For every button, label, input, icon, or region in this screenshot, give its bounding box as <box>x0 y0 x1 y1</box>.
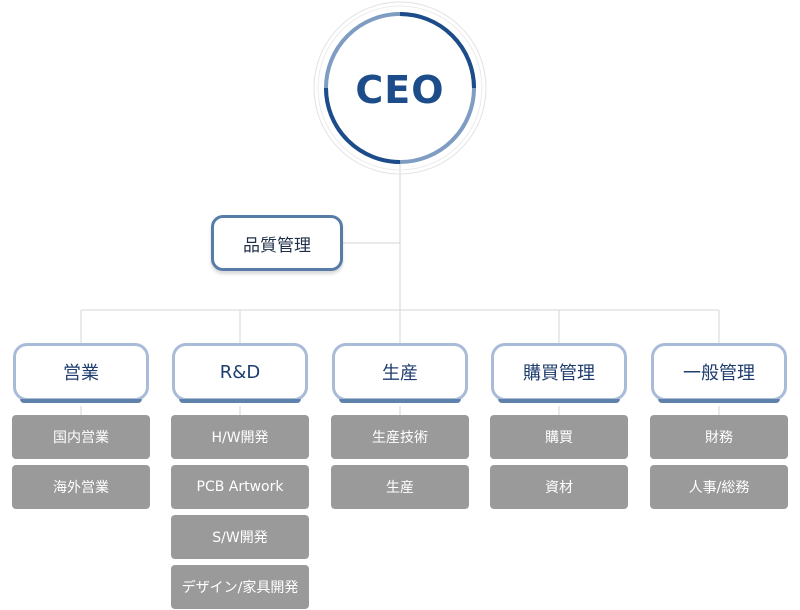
dept-sales: 営業 <box>13 343 149 403</box>
sub-sw-dev: S/W開発 <box>171 515 309 559</box>
sub-hr-general: 人事/総務 <box>650 465 788 509</box>
sub-overseas-sales: 海外営業 <box>12 465 150 509</box>
sub-domestic-sales: 国内営業 <box>12 415 150 459</box>
sub-materials: 資材 <box>490 465 628 509</box>
dept-production: 生産 <box>332 343 468 403</box>
sub-hw-dev: H/W開発 <box>171 415 309 459</box>
dept-purchasing: 購買管理 <box>491 343 627 403</box>
ceo-label: CEO <box>355 68 445 112</box>
sub-pcb-artwork: PCB Artwork <box>171 465 309 509</box>
dept-general: 一般管理 <box>651 343 787 403</box>
sub-design-furniture: デザイン/家具開発 <box>171 565 309 609</box>
sub-finance: 財務 <box>650 415 788 459</box>
sub-purchasing: 購買 <box>490 415 628 459</box>
ceo-circle <box>313 1 487 175</box>
quality-management-box: 品質管理 <box>211 215 343 271</box>
sub-production-tech: 生産技術 <box>331 415 469 459</box>
sub-production: 生産 <box>331 465 469 509</box>
dept-rnd: R&D <box>172 343 308 403</box>
